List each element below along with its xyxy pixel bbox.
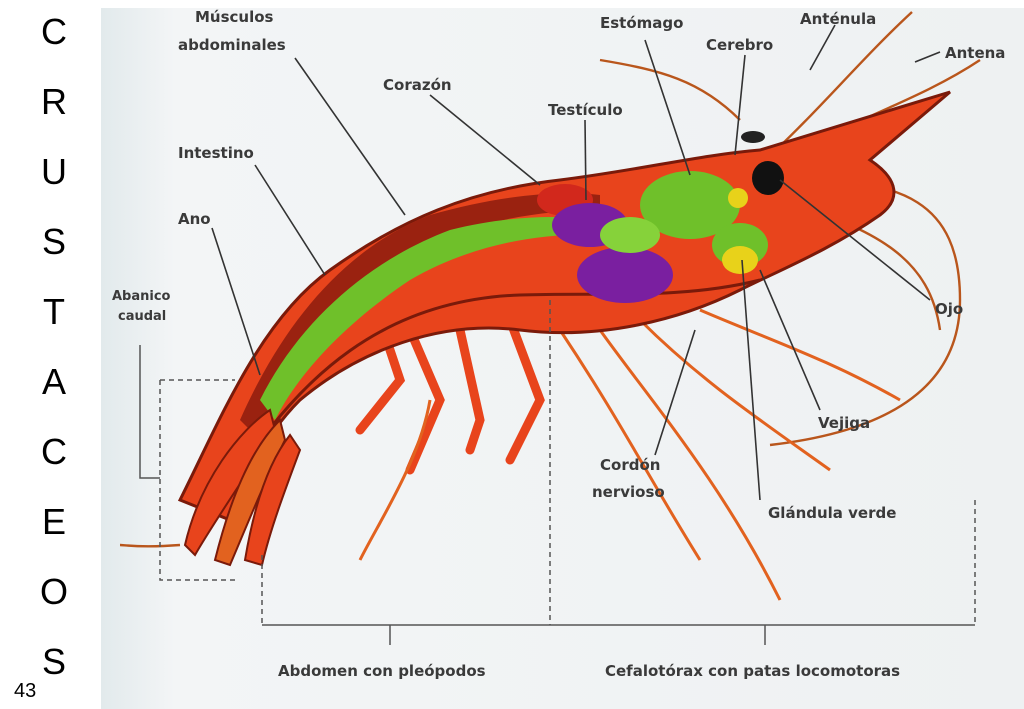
leader-lines	[211, 24, 941, 501]
gonad-organ	[577, 247, 673, 303]
walking-legs	[358, 308, 901, 601]
label-testicle: Testículo	[548, 101, 623, 119]
label-antennule: Anténula	[800, 10, 876, 28]
shrimp-body	[177, 90, 951, 522]
title-letter: R	[41, 81, 67, 122]
label-tail-fan-line1: Abanico	[112, 289, 171, 304]
label-nerve-cord-line1: Cordón	[600, 456, 660, 474]
label-brain: Cerebro	[706, 36, 773, 54]
back-muscle	[240, 193, 600, 440]
label-bladder: Vejiga	[818, 414, 870, 432]
title-letter: A	[41, 361, 66, 402]
title-letter: S	[41, 641, 66, 682]
title-letter: T	[43, 291, 65, 332]
page-number: 43	[14, 680, 37, 702]
region-brackets	[139, 300, 976, 645]
nerve-cord	[238, 278, 761, 471]
intestine	[260, 217, 600, 420]
label-cephalothorax: Cefalotórax con patas locomotoras	[605, 662, 900, 680]
label-muscles-line2: abdominales	[178, 36, 286, 54]
title-letter: C	[41, 431, 67, 472]
title-letter: E	[41, 501, 66, 542]
label-stomach: Estómago	[600, 14, 683, 32]
label-green-gland: Glándula verde	[768, 504, 896, 522]
title-letter: O	[39, 571, 68, 612]
shrimp-anatomy-diagram: Músculos abdominales Corazón Testículo E…	[101, 8, 1024, 709]
label-intestine: Intestino	[178, 144, 254, 162]
title-letter: S	[41, 221, 66, 262]
digestive-gland	[600, 217, 660, 253]
label-eye: Ojo	[935, 300, 963, 318]
label-muscles-line1: Músculos	[195, 8, 274, 26]
eye	[752, 161, 784, 195]
label-nerve-cord-line2: nervioso	[592, 483, 665, 501]
bladder-organ	[722, 246, 758, 274]
tail-fan	[183, 408, 302, 567]
title-letter: U	[41, 151, 67, 192]
label-anus: Ano	[178, 210, 211, 228]
title-letter: C	[41, 11, 67, 52]
brain-organ	[728, 188, 748, 208]
label-tail-fan-line2: caudal	[118, 309, 166, 324]
label-heart: Corazón	[383, 76, 452, 94]
label-abdomen: Abdomen con pleópodos	[278, 662, 486, 680]
label-antenna: Antena	[945, 44, 1005, 62]
stomach-organ	[640, 171, 740, 239]
eye-stalk	[741, 131, 765, 143]
vertical-title: C R U S T A C E O S	[0, 0, 100, 709]
